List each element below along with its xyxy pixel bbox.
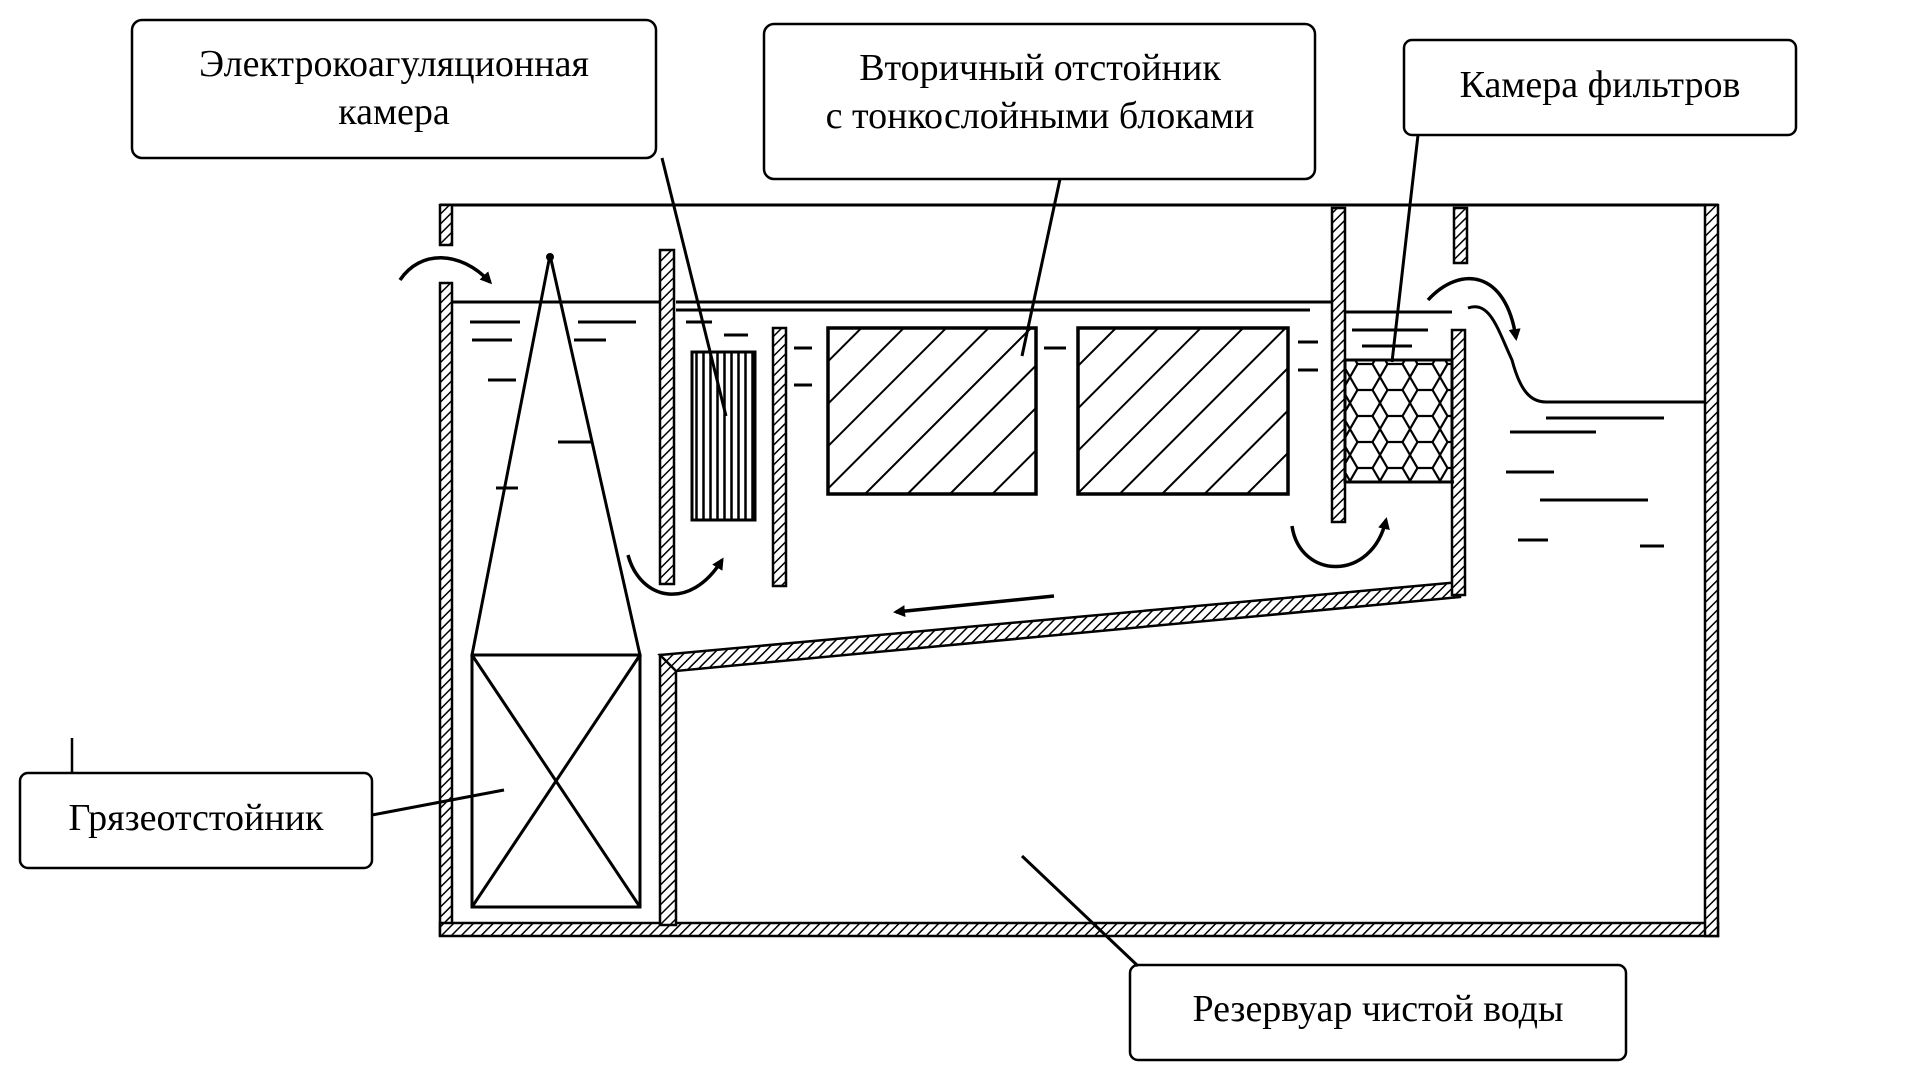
- inlet-arrow: [398, 256, 493, 285]
- leader-clean-water-tank: [1020, 854, 1140, 968]
- mud-settler-cone: [470, 254, 642, 657]
- flow-arrows: [398, 256, 1521, 618]
- mud-settler-unit: [470, 253, 642, 909]
- filter-right-wall: [1450, 328, 1467, 597]
- sloped-floor: [657, 580, 1462, 673]
- filter-inlet-arrow: [1290, 517, 1390, 569]
- outlet-arrow: [1426, 276, 1521, 341]
- ec-transfer-arrow: [626, 554, 724, 596]
- ec-left-wall: [658, 248, 676, 586]
- mud-settler-label: Грязеотстойник: [69, 797, 324, 839]
- label-clean-water-tank: Резервуар чистой воды: [1128, 963, 1628, 1062]
- tank-structure: [438, 203, 1720, 938]
- leader-filter-chamber: [1390, 134, 1420, 363]
- leader-lines: [371, 134, 1420, 968]
- electrode-plates: [690, 350, 757, 522]
- clean-water-tank-label: Резервуар чистой воды: [1192, 988, 1563, 1030]
- thin-layer-block-2: [1076, 326, 1290, 496]
- filter-media: [1343, 358, 1454, 484]
- left-wall-top: [438, 203, 454, 247]
- label-electrocoagulation-chamber: Электрокоагуляционная камера: [130, 18, 658, 160]
- label-secondary-settler: Вторичный отстойник с тонкослойными блок…: [762, 22, 1317, 181]
- bottom-wall: [438, 921, 1720, 938]
- leader-secondary-settler: [1020, 178, 1062, 357]
- filter-left-wall: [1330, 206, 1347, 524]
- electrocoagulation-label-line1: Электрокоагуляционная: [199, 43, 589, 85]
- ec-right-baffle: [771, 326, 788, 588]
- water-surface-marks: [452, 300, 1705, 548]
- leader-mud-settler: [371, 788, 505, 817]
- thin-layer-block-1: [826, 326, 1038, 496]
- reservoir-left-wall: [658, 653, 678, 927]
- filter-chamber-label: Камера фильтров: [1460, 64, 1741, 106]
- leader-electrocoagulation: [660, 157, 728, 417]
- secondary-settler-label-line2: с тонкослойными блоками: [826, 95, 1255, 137]
- settler-flow-arrow: [893, 594, 1055, 618]
- electrocoagulation-label-line2: камера: [338, 91, 450, 133]
- mud-settler-box: [470, 653, 642, 909]
- label-filter-chamber: Камера фильтров: [1402, 38, 1798, 137]
- label-mud-settler: Грязеотстойник: [18, 771, 374, 870]
- filter-right-wall-top: [1452, 206, 1469, 265]
- secondary-settler-label-line1: Вторичный отстойник: [859, 47, 1221, 89]
- left-wall: [438, 281, 454, 937]
- right-wall: [1703, 203, 1720, 938]
